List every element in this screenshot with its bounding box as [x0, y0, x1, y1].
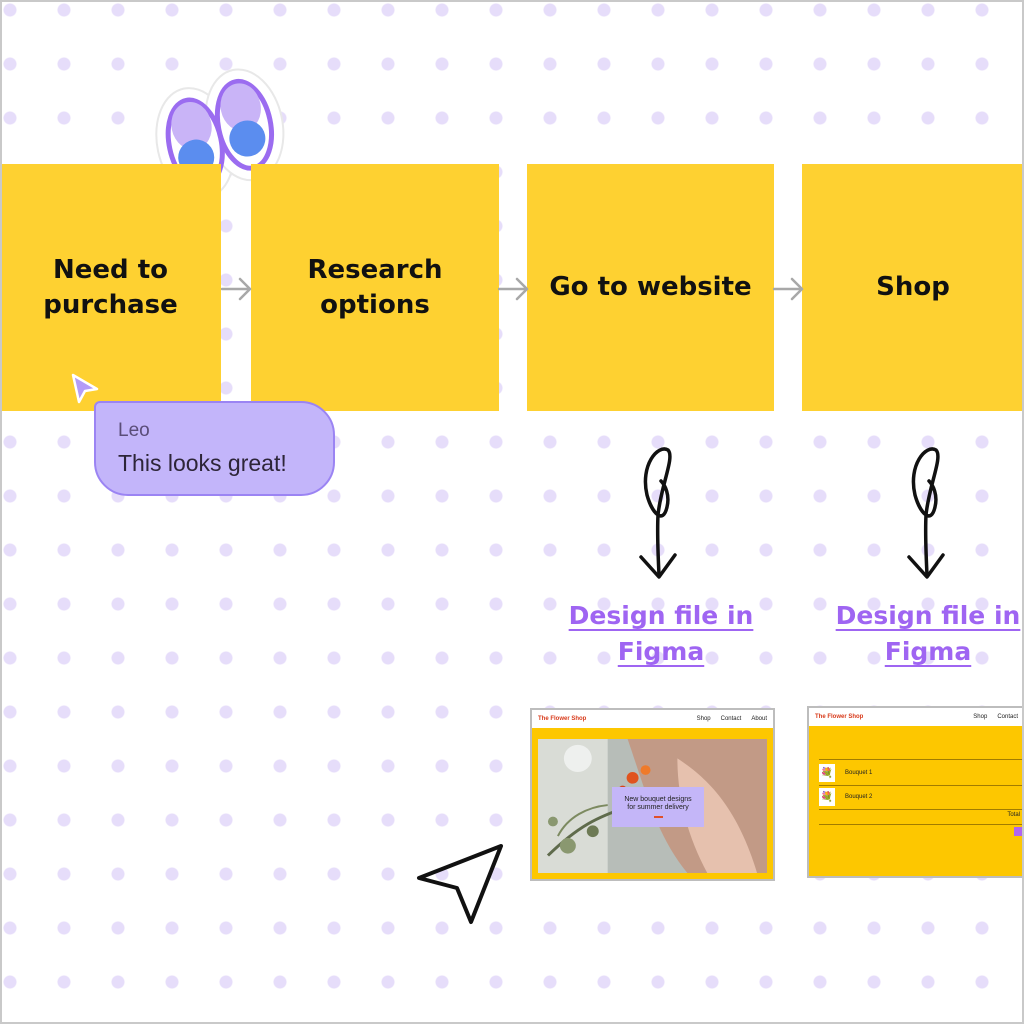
thumbnail-nav: The Flower Shop Shop Contact About	[532, 710, 773, 728]
brand-name: The Flower Shop	[538, 716, 587, 722]
sticky-note-go-to-website[interactable]: Go to website	[527, 164, 774, 411]
checkout-button[interactable]	[1014, 827, 1024, 836]
brand-name: The Flower Shop	[815, 714, 864, 720]
hero-card: New bouquet designs for summer delivery	[612, 787, 704, 827]
nav-link[interactable]: About	[751, 716, 767, 722]
design-file-link[interactable]: Design file in Figma	[568, 601, 754, 666]
sticky-note-need-to-purchase[interactable]: Need to purchase	[0, 164, 221, 411]
hero-image: New bouquet designs for summer delivery	[538, 739, 767, 873]
cart-total-row: Total	[819, 812, 1024, 825]
website-home-thumbnail[interactable]: The Flower Shop Shop Contact About New b…	[530, 708, 775, 881]
divider	[819, 759, 1024, 760]
arrow-right-icon	[221, 277, 252, 301]
nav-link[interactable]: Contact	[720, 716, 742, 722]
arrow-right-icon	[773, 277, 804, 301]
cursor-pointer-icon	[71, 373, 99, 404]
cart-total-label: Total	[1007, 812, 1020, 818]
sticky-note-label: Shop	[876, 272, 950, 302]
sticky-note-shop[interactable]: Shop	[802, 164, 1024, 411]
send-arrow-icon	[417, 844, 503, 924]
design-file-link[interactable]: Design file in Figma	[835, 601, 1021, 666]
sticky-note-label: Research options	[307, 254, 443, 320]
thumbnail-nav: The Flower Shop Shop Contact	[809, 708, 1024, 726]
cart-row[interactable]: 💐 Bouquet 2	[819, 785, 1024, 810]
curly-arrow-down-icon	[639, 447, 677, 579]
bouquet-thumbnail-icon: 💐	[819, 764, 835, 782]
nav-link[interactable]: Shop	[696, 716, 711, 722]
arrow-right-icon	[498, 277, 529, 301]
cart-row[interactable]: 💐 Bouquet 1	[819, 761, 1024, 786]
sticky-note-research-options[interactable]: Research options	[251, 164, 499, 411]
curly-arrow-down-icon	[907, 447, 945, 579]
comment-message: This looks great!	[118, 450, 287, 476]
comment-bubble[interactable]: Leo This looks great!	[94, 401, 335, 496]
cart-item-name: Bouquet 2	[845, 794, 873, 800]
hero-text: New bouquet designs for summer delivery	[624, 796, 692, 811]
sticky-note-label: Need to purchase	[43, 254, 178, 320]
cart-item-name: Bouquet 1	[845, 770, 873, 776]
comment-author: Leo	[118, 420, 150, 441]
nav-link[interactable]: Shop	[973, 714, 988, 720]
hero-accent	[653, 816, 663, 818]
bouquet-thumbnail-icon: 💐	[819, 788, 835, 806]
sticky-note-label: Go to website	[549, 272, 752, 302]
nav-link[interactable]: Contact	[997, 714, 1018, 720]
website-cart-thumbnail[interactable]: The Flower Shop Shop Contact 💐 Bouquet 1…	[807, 706, 1024, 878]
